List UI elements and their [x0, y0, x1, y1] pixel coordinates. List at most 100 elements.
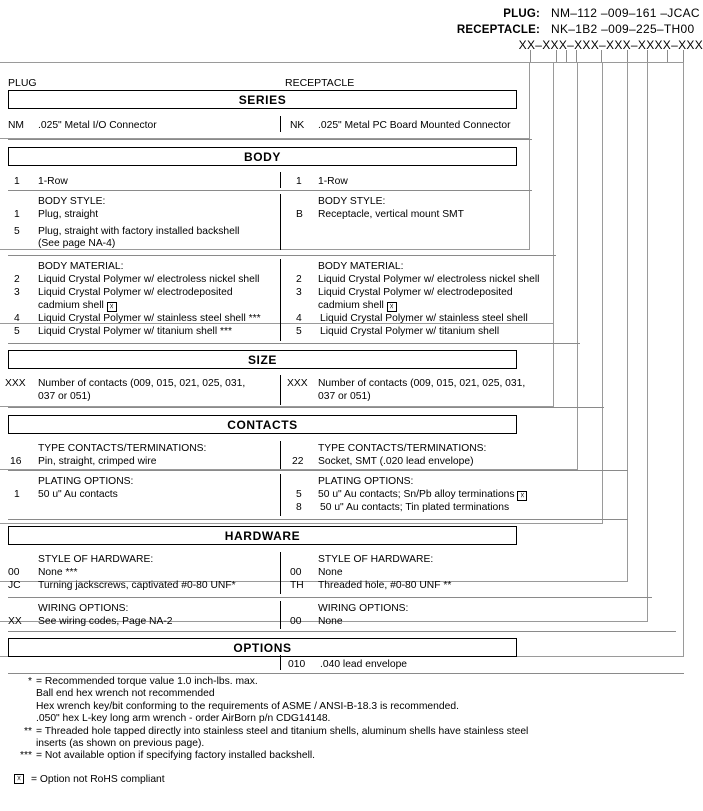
group-header: BODY STYLE: — [318, 196, 386, 207]
option-text: 1-Row — [38, 176, 68, 187]
rohs-noncompliant-icon: ☓ — [14, 773, 24, 784]
pattern-part-number-value: XX–XXX–XXX–XXX–XXXX–XXX — [518, 38, 703, 52]
option-text: cadmium shell — [318, 300, 384, 311]
option-code: 4 — [296, 313, 302, 324]
option-text: (See page NA-4) — [38, 238, 116, 249]
leader-tick — [576, 50, 577, 63]
section-header-options: OPTIONS — [8, 638, 517, 657]
option-code: 1 — [14, 176, 20, 187]
option-text: 1-Row — [318, 176, 348, 187]
option-code: 00 — [290, 567, 302, 578]
section-rule — [8, 139, 532, 140]
option-text: .040 lead envelope — [320, 659, 408, 670]
option-text: 50 u" Au contacts; Sn/Pb alloy terminati… — [318, 489, 515, 500]
footnotes: * = Recommended torque value 1.0 inch-lb… — [6, 676, 566, 786]
section-header-series: SERIES — [8, 90, 517, 109]
section-rule — [8, 190, 532, 191]
receptacle-part-number-row: RECEPTACLE: NK–1B2 –009–225–TH00 — [455, 22, 703, 38]
leader-tick — [627, 50, 628, 63]
group-header: BODY MATERIAL: — [318, 261, 404, 272]
option-code: 4 — [14, 313, 20, 324]
option-text-cadmium: cadmium shell ☓ — [318, 300, 397, 312]
footnote-line: = Recommended torque value 1.0 inch-lbs.… — [36, 676, 258, 687]
column-divider — [280, 552, 281, 594]
leader-tick — [530, 50, 531, 63]
option-code: 22 — [292, 456, 304, 467]
receptacle-part-number-value: NK–1B2 –009–225–TH00 — [551, 22, 695, 36]
option-text: Liquid Crystal Polymer w/ electroless ni… — [38, 274, 260, 285]
nesting-bracket — [0, 62, 530, 139]
option-text: Turning jackscrews, captivated #0-80 UNF… — [38, 580, 236, 591]
option-text: 50 u" Au contacts — [38, 489, 118, 500]
rohs-noncompliant-icon: ☓ — [386, 302, 397, 312]
group-header: STYLE OF HARDWARE: — [38, 554, 154, 565]
option-code: TH — [290, 580, 304, 591]
section-header-size: SIZE — [8, 350, 517, 369]
option-code: JC — [8, 580, 21, 591]
option-text: .025" Metal I/O Connector — [38, 120, 157, 131]
column-divider — [280, 601, 281, 629]
receptacle-part-number-label: RECEPTACLE: — [456, 24, 540, 36]
section-rule — [8, 597, 652, 598]
footnote-line: inserts (as shown on previous page). — [36, 738, 205, 750]
option-text: .025" Metal PC Board Mounted Connector — [318, 120, 511, 131]
leader-tick — [683, 50, 684, 63]
leader-tick — [667, 50, 668, 63]
option-text: Liquid Crystal Polymer w/ titanium shell… — [38, 326, 232, 337]
plug-part-number-label: PLUG: — [503, 8, 540, 20]
option-code: 3 — [296, 287, 302, 298]
footnote-triple-asterisk: *** = Not available option if specifying… — [6, 750, 566, 762]
footnote-line: Hex wrench key/bit conforming to the req… — [36, 700, 459, 712]
option-text: Liquid Crystal Polymer w/ stainless stee… — [320, 313, 528, 324]
option-text: Plug, straight — [38, 209, 99, 220]
option-text: cadmium shell — [38, 300, 104, 311]
option-code: B — [296, 209, 303, 220]
group-header: WIRING OPTIONS: — [38, 603, 129, 614]
option-text: 50 u" Au contacts; Tin plated terminatio… — [320, 502, 510, 513]
option-code: 010 — [288, 659, 306, 670]
column-caption-plug: PLUG — [8, 77, 37, 89]
group-header: BODY MATERIAL: — [38, 261, 124, 272]
column-divider — [280, 172, 281, 188]
option-code: 3 — [14, 287, 20, 298]
section-rule — [8, 519, 628, 520]
footnote-line: = Option not RoHS compliant — [31, 773, 165, 785]
option-code: NM — [8, 120, 25, 131]
footnote-double-asterisk: ** = Threaded hole tapped directly into … — [6, 726, 566, 738]
option-code: 8 — [296, 502, 302, 513]
option-text: Number of contacts (009, 015, 021, 025, … — [38, 378, 246, 389]
column-caption-receptacle: RECEPTACLE — [285, 77, 355, 89]
option-text: Liquid Crystal Polymer w/ titanium shell — [320, 326, 500, 337]
section-rule — [8, 631, 676, 632]
option-code: 2 — [14, 274, 20, 285]
option-code: XXX — [287, 378, 308, 389]
option-text-plating: 50 u" Au contacts; Sn/Pb alloy terminati… — [318, 489, 528, 501]
section-rule — [8, 343, 580, 344]
option-text: Plug, straight with factory installed ba… — [38, 226, 240, 237]
column-divider — [280, 375, 281, 405]
section-rule — [8, 407, 604, 408]
column-divider — [280, 194, 281, 250]
option-code: 5 — [296, 326, 302, 337]
option-code: 00 — [8, 567, 20, 578]
option-text: Pin, straight, crimped wire — [38, 456, 157, 467]
option-code: 5 — [14, 226, 20, 237]
column-divider — [280, 259, 281, 341]
footnote-line: .050" hex L-key long arm wrench - order … — [36, 713, 331, 725]
option-text: None — [318, 567, 343, 578]
option-code: 00 — [290, 616, 302, 627]
option-text: Liquid Crystal Polymer w/ stainless stee… — [38, 313, 261, 324]
footnote-mark: * — [27, 676, 32, 687]
option-text: Liquid Crystal Polymer w/ electrodeposit… — [38, 287, 233, 298]
group-header: TYPE CONTACTS/TERMINATIONS: — [38, 443, 207, 454]
rohs-noncompliant-icon: ☓ — [517, 491, 528, 501]
column-divider — [280, 116, 281, 132]
option-code: NK — [290, 120, 305, 131]
option-code: XXX — [5, 378, 26, 389]
footnote-line: Ball end hex wrench not recommended — [36, 688, 215, 700]
option-code: 5 — [296, 489, 302, 500]
part-number-block: PLUG: NM–112 –009–161 –JCAC RECEPTACLE: … — [455, 6, 703, 54]
group-header: PLATING OPTIONS: — [38, 476, 134, 487]
option-text: See wiring codes, Page NA-2 — [38, 616, 173, 627]
